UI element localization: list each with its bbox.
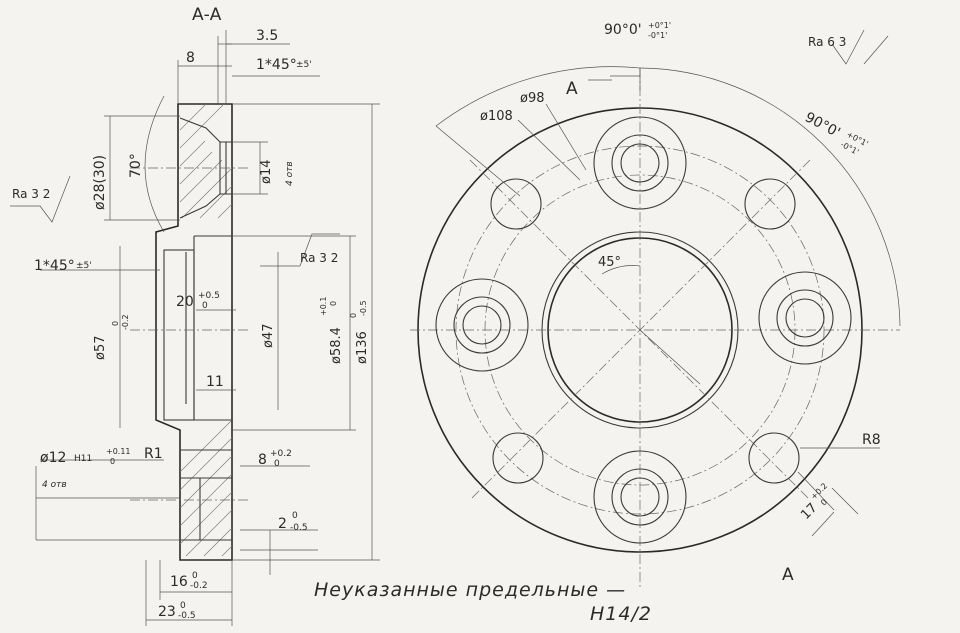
dim-2-tol2: -0.5 xyxy=(290,523,308,533)
dim-20-tol2: 0 xyxy=(202,301,208,311)
dim-2: 2 xyxy=(278,516,287,532)
dim-20-tol: +0.5 xyxy=(198,291,220,301)
ra-left: Ra 3 2 xyxy=(12,187,50,201)
boss-top xyxy=(593,116,687,210)
dia-58: ø58.4 xyxy=(329,327,344,364)
dim-3-5: 3.5 xyxy=(256,28,278,44)
dim-8-tol: +0.2 xyxy=(270,449,292,459)
boss-left xyxy=(435,278,529,372)
dim-8-bottom: 8 xyxy=(258,452,267,468)
angle-70: 70° xyxy=(128,153,144,178)
dim-2-tol: 0 xyxy=(292,511,298,521)
radius-1: R1 xyxy=(144,446,163,462)
dia-12-note: 4 отв xyxy=(42,480,67,490)
dim-23: 23 xyxy=(158,604,176,620)
section-outline xyxy=(155,103,233,561)
dia-58-tol2: 0 xyxy=(329,301,338,306)
hole-top-right xyxy=(744,178,796,230)
dia-57-tol: 0 xyxy=(111,321,120,326)
chamfer-mid-tol: ±5' xyxy=(76,261,92,271)
dia-12: ø12 xyxy=(40,450,66,466)
hole-bottom-right xyxy=(748,432,800,484)
plan-view xyxy=(410,29,901,590)
dim-8-tol2: 0 xyxy=(274,459,280,469)
dia-14: ø14 xyxy=(259,160,274,185)
chamfer-top-tol: ±5' xyxy=(296,60,312,70)
dia-28: ø28(30) xyxy=(92,155,108,210)
dim-8-top: 8 xyxy=(186,50,195,66)
dim-17: 17 xyxy=(798,501,820,523)
dia-58-tol: +0.1 xyxy=(319,297,328,316)
dia-12-tol: +0.11 xyxy=(106,447,131,456)
dim-16-tol: 0 xyxy=(192,571,198,581)
dim-17-tol: +0.2 xyxy=(809,481,829,501)
chamfer-top: 1*45° xyxy=(256,57,297,73)
dim-17-tol2: 0 xyxy=(819,497,829,507)
radius-8: R8 xyxy=(862,432,881,448)
dia-12-fit: H11 xyxy=(74,454,92,464)
dia-136-tol2: -0.5 xyxy=(359,300,368,316)
dia-136: ø136 xyxy=(355,331,370,364)
section-title: А-А xyxy=(192,5,222,25)
dia-136-tol: 0 xyxy=(349,313,358,318)
boss-bottom xyxy=(593,450,687,544)
ra-top: Ra 6 3 xyxy=(808,35,846,49)
section-view xyxy=(10,30,380,626)
dia-57-tol2: -0.2 xyxy=(121,314,130,330)
dia-12-tol2: 0 xyxy=(110,457,115,466)
tolerance-note-line2: Н14/2 xyxy=(590,603,652,625)
dim-11: 11 xyxy=(206,374,224,390)
ra-mid: Ra 3 2 xyxy=(300,251,338,265)
section-mark-top: А xyxy=(566,79,578,99)
angle-top: 90°0' xyxy=(604,22,642,38)
dim-16: 16 xyxy=(170,574,188,590)
dia-47: ø47 xyxy=(261,324,276,349)
dim-23-tol: 0 xyxy=(180,601,186,611)
angle-top-tol2: -0°1' xyxy=(648,31,667,40)
dim-20: 20 xyxy=(176,294,194,310)
dia-14-note: 4 отв xyxy=(285,161,295,186)
hole-bottom-left xyxy=(492,432,544,484)
hole-top-left xyxy=(490,178,542,230)
dia-108: ø108 xyxy=(480,109,513,124)
section-mark-bottom: А xyxy=(782,565,794,585)
dia-98: ø98 xyxy=(520,91,545,106)
chamfer-mid: 1*45° xyxy=(34,258,75,274)
dia-57: ø57 xyxy=(93,336,108,361)
dim-16-tol2: -0.2 xyxy=(190,581,208,591)
angle-top-tol: +0°1' xyxy=(648,21,671,30)
angle-45: 45° xyxy=(598,255,621,270)
tolerance-note-line1: Неуказанные предельные — xyxy=(314,579,626,601)
angle-right: 90°0' xyxy=(802,109,843,141)
dim-23-tol2: -0.5 xyxy=(178,611,196,621)
boss-right xyxy=(758,271,852,365)
